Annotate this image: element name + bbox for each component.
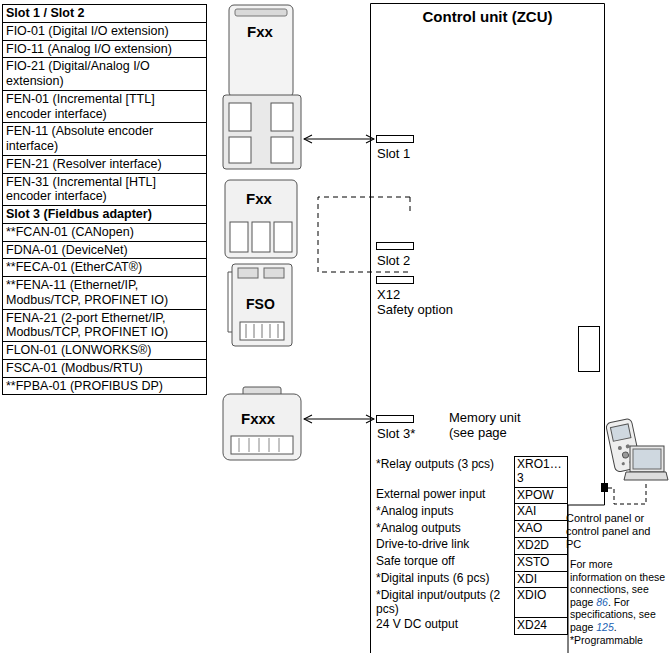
option-module: Fxx [222,178,300,260]
module-label: Fxx [247,23,273,40]
table-row: **FECA-01 (EtherCAT®) [3,259,207,277]
table-row: Slot 1 / Slot 2 [3,5,207,23]
double-arrow [304,418,374,419]
slot-label: Safety option [377,303,453,318]
footnote: *Programmable [570,634,666,647]
table-row: Slot 3 (Fieldbus adapter) [3,206,207,224]
terminal-name: XSTO [515,554,568,571]
connection-name: Drive-to-drive link [374,537,515,554]
table-cell: FIO-21 (Digital/Analog I/O extension) [3,58,207,91]
slot-connector: Slot 3* [376,415,414,423]
slot-connector: Slot 1 [376,135,414,143]
table-row: *Digital inputs (6 pcs)XDI [374,571,568,588]
double-arrow [304,138,374,139]
table-row: *Digital input/outputs (2 pcs)XDIO [374,588,568,618]
connector-table: *Relay outputs (3 pcs)XRO1…3External pow… [374,456,568,635]
table-row: FEN-21 (Resolver interface) [3,155,207,173]
table-heading: Slot 1 / Slot 2 [3,5,207,23]
slot-label: Slot 2 [377,254,410,269]
safety-module: FSO [228,262,294,348]
connection-name: *Analog inputs [374,504,515,521]
terminal-name: XDI [515,571,568,588]
table-row: FEN-31 (Incremental [HTL] encoder interf… [3,173,207,206]
table-cell: FENA-21 (2-port Ethernet/IP, Modbus/TCP,… [3,309,207,342]
table-cell: **FCAN-01 (CANopen) [3,223,207,241]
table-row: FEN-11 (Absolute encoder interface) [3,123,207,156]
table-row: FEN-01 (Incremental [TTL] encoder interf… [3,90,207,123]
table-row: FENA-21 (2-port Ethernet/IP, Modbus/TCP,… [3,309,207,342]
table-cell: **FENA-11 (Ethernet/IP, Modbus/TCP, PROF… [3,277,207,310]
table-row: FLON-01 (LONWORKS®) [3,342,207,360]
terminal-name: XD24 [515,617,568,634]
table-row: FIO-01 (Digital I/O extension) [3,22,207,40]
table-row: *Relay outputs (3 pcs)XRO1…3 [374,457,568,488]
pc-cable [608,482,646,504]
table-cell: FEN-31 (Incremental [HTL] encoder interf… [3,173,207,206]
laptop-icon [624,446,668,480]
table-row: FSCA-01 (Modbus/RTU) [3,359,207,377]
page-reference: 86 [596,596,608,608]
table-row: 24 V DC outputXD24 [374,617,568,634]
fieldbus-module: Fxxx [221,386,303,462]
table-row: **FENA-11 (Ethernet/IP, Modbus/TCP, PROF… [3,277,207,310]
slot-label: Slot 3* [377,427,415,442]
table-row: External power inputXPOW [374,487,568,504]
table-cell: **FPBA-01 (PROFIBUS DP) [3,377,207,395]
connection-name: External power input [374,487,515,504]
connection-name: 24 V DC output [374,617,515,634]
table-cell: FIO-11 (Analog I/O extension) [3,40,207,58]
table-cell: FSCA-01 (Modbus/RTU) [3,359,207,377]
terminal-name: XD2D [515,537,568,554]
table-row: Drive-to-drive linkXD2D [374,537,568,554]
module-label: FSO [246,296,275,312]
panel-label: Control panel or control panel and PC [566,512,666,552]
connection-name: Safe torque off [374,554,515,571]
table-cell: FEN-11 (Absolute encoder interface) [3,123,207,156]
dashed-region [410,197,411,214]
memory-label: Memory unit (see page [449,411,533,441]
connection-name: *Analog outputs [374,521,515,538]
page-reference: 125 [596,621,614,633]
terminal-name: XRO1…3 [515,457,568,488]
unit-title: Control unit (ZCU) [370,8,605,25]
option-module: Fxx [221,3,303,171]
slot-label: Slot 1 [377,147,410,162]
table-row: **FPBA-01 (PROFIBUS DP) [3,377,207,395]
terminal-name: XPOW [515,487,568,504]
memory-unit: Memory unit (see page [578,326,600,372]
table-cell: FEN-21 (Resolver interface) [3,155,207,173]
module-label: Fxx [246,190,272,207]
table-heading: Slot 3 (Fieldbus adapter) [3,206,207,224]
table-cell: FLON-01 (LONWORKS®) [3,342,207,360]
note-text: . [614,621,617,633]
table-cell: **FECA-01 (EtherCAT®) [3,259,207,277]
table-cell: FDNA-01 (DeviceNet) [3,241,207,259]
terminal-name: XDIO [515,588,568,618]
connection-name: *Digital input/outputs (2 pcs) [374,588,515,618]
table-cell: FIO-01 (Digital I/O extension) [3,22,207,40]
slot-connector: Slot 2 [376,242,414,250]
terminal-name: XAO [515,521,568,538]
table-row: *Analog inputsXAI [374,504,568,521]
table-cell: FEN-01 (Incremental [TTL] encoder interf… [3,90,207,123]
table-row: **FCAN-01 (CANopen) [3,223,207,241]
terminal-name: XAI [515,504,568,521]
note-text: For more information on these connection… [570,558,666,646]
table-row: *Analog outputsXAO [374,521,568,538]
table-row: FDNA-01 (DeviceNet) [3,241,207,259]
connection-name: *Digital inputs (6 pcs) [374,571,515,588]
table-row: FIO-11 (Analog I/O extension) [3,40,207,58]
connection-name: *Relay outputs (3 pcs) [374,457,515,488]
module-label: Fxxx [241,410,275,427]
dashed-region [318,197,412,272]
table-row: Safe torque offXSTO [374,554,568,571]
connector-label: X12 [377,288,400,303]
table-row: FIO-21 (Digital/Analog I/O extension) [3,58,207,91]
slot-connector: X12Safety option [376,276,414,284]
option-table: Slot 1 / Slot 2FIO-01 (Digital I/O exten… [2,4,207,395]
